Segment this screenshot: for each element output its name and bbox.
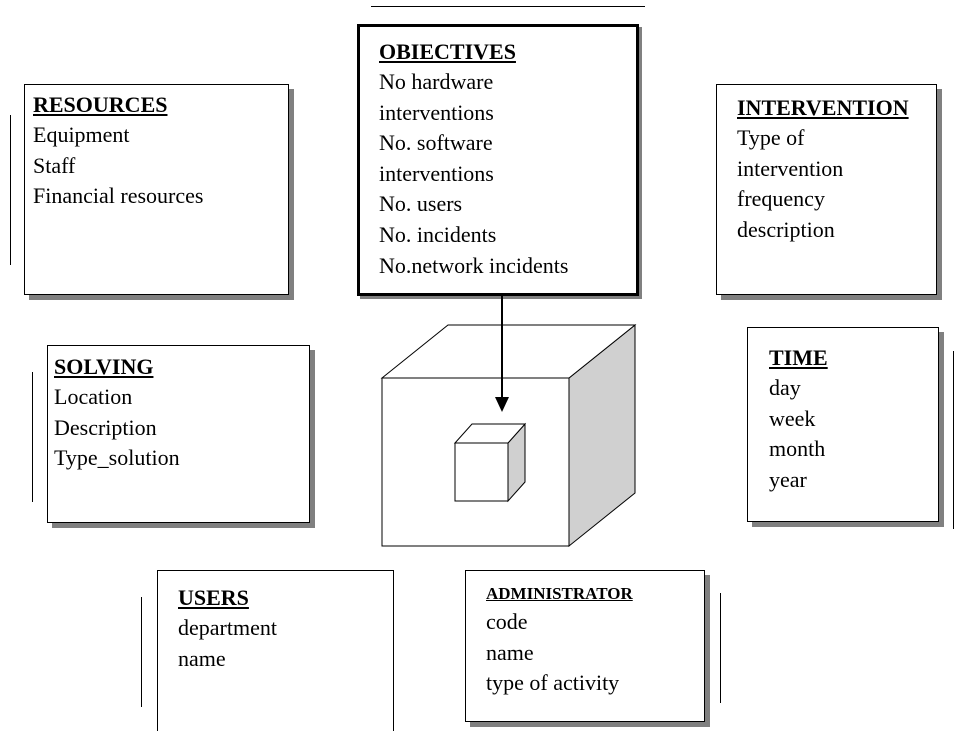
objectives-box: OBIECTIVES No hardware interventions No.… (357, 24, 639, 296)
administrator-item: code (486, 609, 528, 634)
solving-title: SOLVING (54, 354, 154, 379)
intervention-box: INTERVENTION Type of intervention freque… (716, 84, 937, 295)
administrator-right-rule (720, 593, 721, 703)
users-title: USERS (178, 585, 249, 610)
time-item: day (769, 375, 801, 400)
intervention-title: INTERVENTION (737, 95, 909, 120)
objectives-arrow-head (495, 397, 509, 412)
intervention-item: description (737, 216, 835, 242)
solving-box: SOLVING Location Description Type_soluti… (47, 345, 310, 523)
users-item: name (178, 645, 226, 671)
administrator-item: name (486, 639, 534, 665)
solving-item: Type_solution (54, 445, 180, 471)
resources-item: Equipment (33, 122, 130, 147)
time-box: TIME day week month year (747, 327, 939, 522)
users-left-rule (141, 597, 142, 707)
time-right-rule (953, 351, 954, 529)
administrator-box: ADMINISTRATOR code name type of activity (465, 570, 705, 722)
objectives-item: No.network incidents (379, 252, 569, 278)
resources-box: RESOURCES Equipment Staff Financial reso… (24, 84, 289, 295)
intervention-item: frequency (737, 186, 825, 212)
objectives-item: interventions (379, 160, 494, 186)
objectives-item: No hardware (379, 69, 494, 94)
users-box: USERS department name (157, 570, 394, 731)
resources-item: Staff (33, 152, 76, 178)
solving-item: Description (54, 414, 157, 440)
objectives-item: No. users (379, 191, 463, 217)
solving-left-rule (32, 372, 33, 502)
administrator-title: ADMINISTRATOR (486, 584, 633, 603)
administrator-item: type of activity (486, 670, 620, 696)
resources-title: RESOURCES (33, 92, 168, 117)
time-title: TIME (769, 345, 828, 370)
objectives-item: interventions (379, 99, 494, 125)
resources-left-rule (10, 115, 11, 265)
inner-cube-front (454, 442, 509, 502)
objectives-title: OBIECTIVES (379, 39, 516, 64)
objectives-item: No. software (379, 130, 493, 156)
intervention-item: Type of (737, 125, 805, 150)
top-rule (371, 6, 645, 7)
users-item: department (178, 615, 277, 640)
intervention-item: intervention (737, 155, 844, 181)
resources-item: Financial resources (33, 183, 204, 209)
time-item: month (769, 436, 826, 462)
time-item: week (769, 405, 816, 431)
time-item: year (769, 466, 807, 492)
solving-item: Location (54, 384, 133, 409)
objectives-item: No. incidents (379, 221, 497, 247)
